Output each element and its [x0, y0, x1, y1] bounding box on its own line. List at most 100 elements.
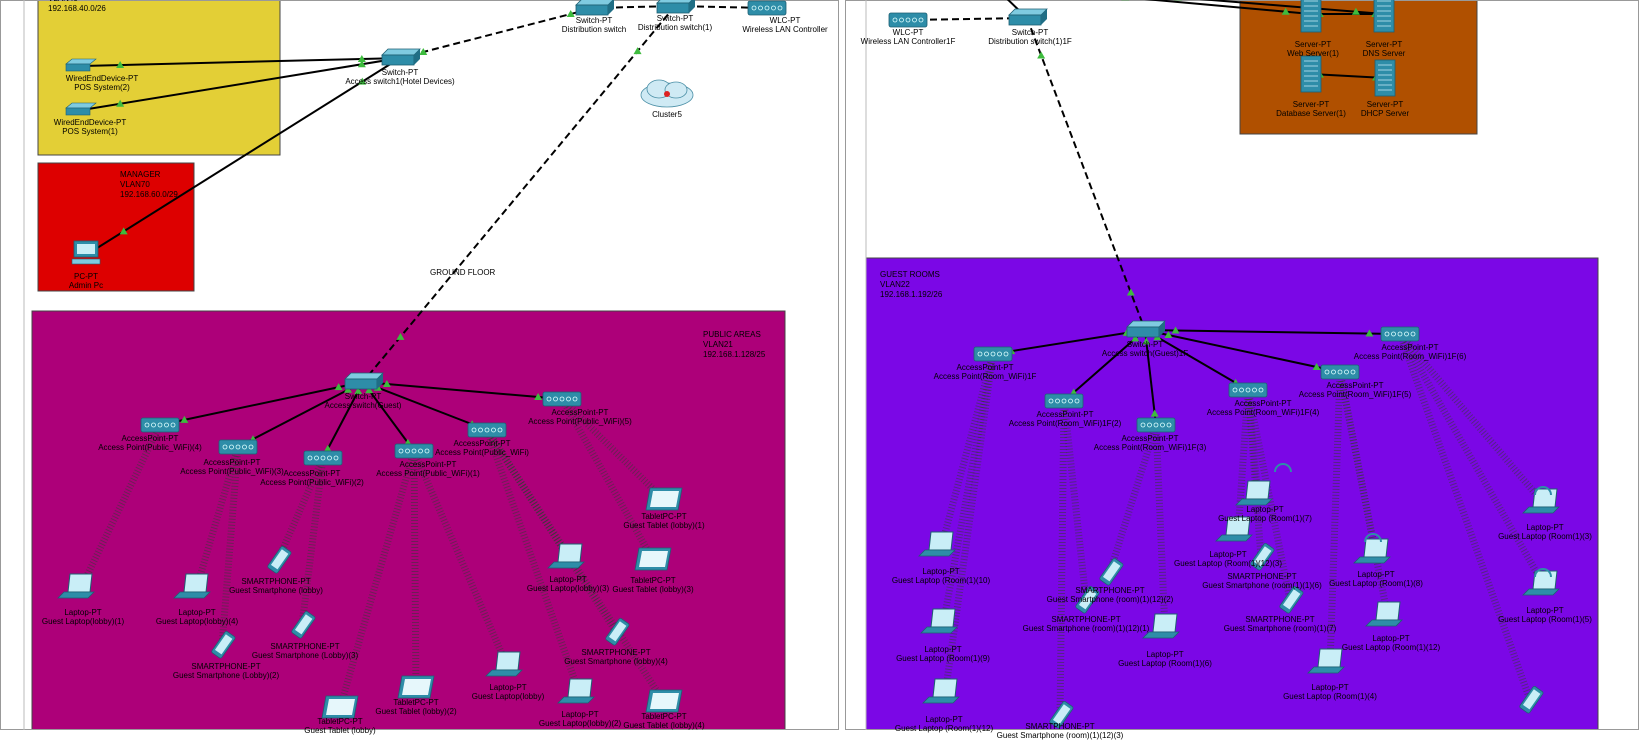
label-client-room-15-line-1: Guest Laptop (Room(1)(5): [1498, 615, 1592, 624]
label-client-public-4-line-1: Guest Smartphone (Lobby)(3): [252, 651, 358, 660]
ap-public-4[interactable]: [468, 423, 506, 437]
label-client-room-0-line-0: Laptop-PT: [892, 567, 990, 576]
label-client-room-13-line-0: Laptop-PT: [1342, 634, 1440, 643]
ap-public-1[interactable]: [219, 440, 257, 454]
label-ap-room-4-line-1: Access Point(Room_WiFi)1F(5): [1299, 390, 1411, 399]
label-access-guest-1f-line-1: Access switch(Guest)1F: [1102, 349, 1188, 358]
label-ap-room-1-line-1: Access Point(Room_WiFi)1F(2): [1009, 419, 1121, 428]
label-client-room-2-line-1: Guest Laptop (Room(1)(12): [895, 724, 993, 733]
label-client-public-10-line-0: SMARTPHONE-PT: [564, 648, 668, 657]
label-access-guest-ground-line-1: Access switch(Guest): [325, 401, 402, 410]
label-wlc1f-line-1: Wireless LAN Controller1F: [861, 37, 956, 46]
device-dhcp-server[interactable]: [1375, 60, 1395, 96]
label-db-server-line-0: Server-PT: [1276, 100, 1346, 109]
label-client-public-7-line-1: Guest Laptop(lobby): [472, 692, 545, 701]
label-client-room-3-line-1: Guest Smartphone (room)(1)(12)(3): [997, 731, 1124, 740]
label-access-hotel-line-1: Access switch1(Hotel Devices): [345, 77, 454, 86]
device-admin-pc[interactable]: [72, 241, 100, 264]
device-cluster[interactable]: [641, 80, 693, 107]
ap-room-5[interactable]: [1381, 327, 1419, 341]
label-ap-public-0-line-0: AccessPoint-PT: [98, 434, 202, 443]
client-public-13[interactable]: [646, 488, 682, 510]
device-access-hotel[interactable]: [382, 49, 420, 65]
client-public-5[interactable]: [322, 696, 358, 718]
ap-public-3[interactable]: [395, 444, 433, 458]
label-client-room-8-line-0: Laptop-PT: [1218, 505, 1312, 514]
device-db-server[interactable]: [1301, 56, 1321, 92]
label-ap-room-4-line-0: AccessPoint-PT: [1299, 381, 1411, 390]
zone-label-guest-line-1: VLAN22: [880, 280, 942, 290]
device-dist-switch1f[interactable]: [1009, 9, 1047, 25]
label-cluster-line-1: Cluster5: [652, 110, 682, 119]
label-ap-room-5-line-1: Access Point(Room_WiFi)1F(6): [1354, 352, 1466, 361]
ap-room-2[interactable]: [1137, 418, 1175, 432]
label-client-public-7-line-0: Laptop-PT: [472, 683, 545, 692]
label-web-server-line-1: Web Server(1): [1287, 49, 1339, 58]
device-dns-server[interactable]: [1374, 0, 1394, 32]
ap-room-0[interactable]: [974, 347, 1012, 361]
label-ap-room-0-line-1: Access Point(Room_WiFi)1F: [934, 372, 1037, 381]
device-dist-switch1[interactable]: [657, 0, 695, 13]
label-client-public-13-line-1: Guest Tablet (lobby)(1): [623, 521, 704, 530]
label-ap-public-2-line-0: AccessPoint-PT: [260, 469, 364, 478]
device-access-guest-1f[interactable]: [1127, 321, 1165, 337]
ap-room-1[interactable]: [1045, 394, 1083, 408]
label-client-room-0-line-1: Guest Laptop (Room(1)(10): [892, 576, 990, 585]
label-client-public-11-line-1: Guest Tablet (lobby)(4): [623, 721, 704, 730]
label-client-room-1-line-1: Guest Laptop (Room(1)(9): [896, 654, 990, 663]
ap-room-3[interactable]: [1229, 383, 1267, 397]
label-ap-public-2-line-1: Access Point(Public_WiFi)(2): [260, 478, 364, 487]
label-client-room-7-line-0: Laptop-PT: [1174, 550, 1282, 559]
label-client-public-5-line-0: TabletPC-PT: [304, 717, 375, 726]
ap-public-5[interactable]: [543, 392, 581, 406]
device-wlc[interactable]: [748, 1, 786, 15]
client-public-11[interactable]: [646, 690, 682, 712]
floor-label: GROUND FLOOR: [430, 268, 495, 278]
label-client-room-7-line-1: Guest Laptop (Room(1)(12)(3): [1174, 559, 1282, 568]
label-client-room-5-line-1: Guest Smartphone (room)(1)(12)(1): [1023, 624, 1150, 633]
label-pos2-line-1: POS System(2): [66, 83, 138, 92]
label-wlc-line-1: Wireless LAN Controller: [742, 25, 827, 34]
label-dist-switch1f-line-0: Switch-PT: [988, 28, 1072, 37]
ap-public-0[interactable]: [141, 418, 179, 432]
device-access-guest-ground[interactable]: [345, 373, 383, 389]
device-dist-switch[interactable]: [576, 0, 614, 15]
label-pos2-line-0: WiredEndDevice-PT: [66, 74, 138, 83]
zone-label-pos: VLAN40192.168.40.0/26: [48, 0, 106, 14]
ap-room-4[interactable]: [1321, 365, 1359, 379]
device-wlc1f[interactable]: [889, 13, 927, 27]
client-public-6[interactable]: [398, 676, 434, 698]
label-client-room-4-line-1: Guest Smartphone (room)(1)(12)(2): [1047, 595, 1174, 604]
label-client-room-9-line-1: Guest Smartphone (room(1)(1)(6): [1202, 581, 1322, 590]
client-public-12[interactable]: [635, 548, 671, 570]
device-web-server[interactable]: [1301, 0, 1321, 32]
label-client-public-12-line-0: TabletPC-PT: [612, 576, 693, 585]
label-client-public-4-line-0: SMARTPHONE-PT: [252, 642, 358, 651]
ap-public-2[interactable]: [304, 451, 342, 465]
